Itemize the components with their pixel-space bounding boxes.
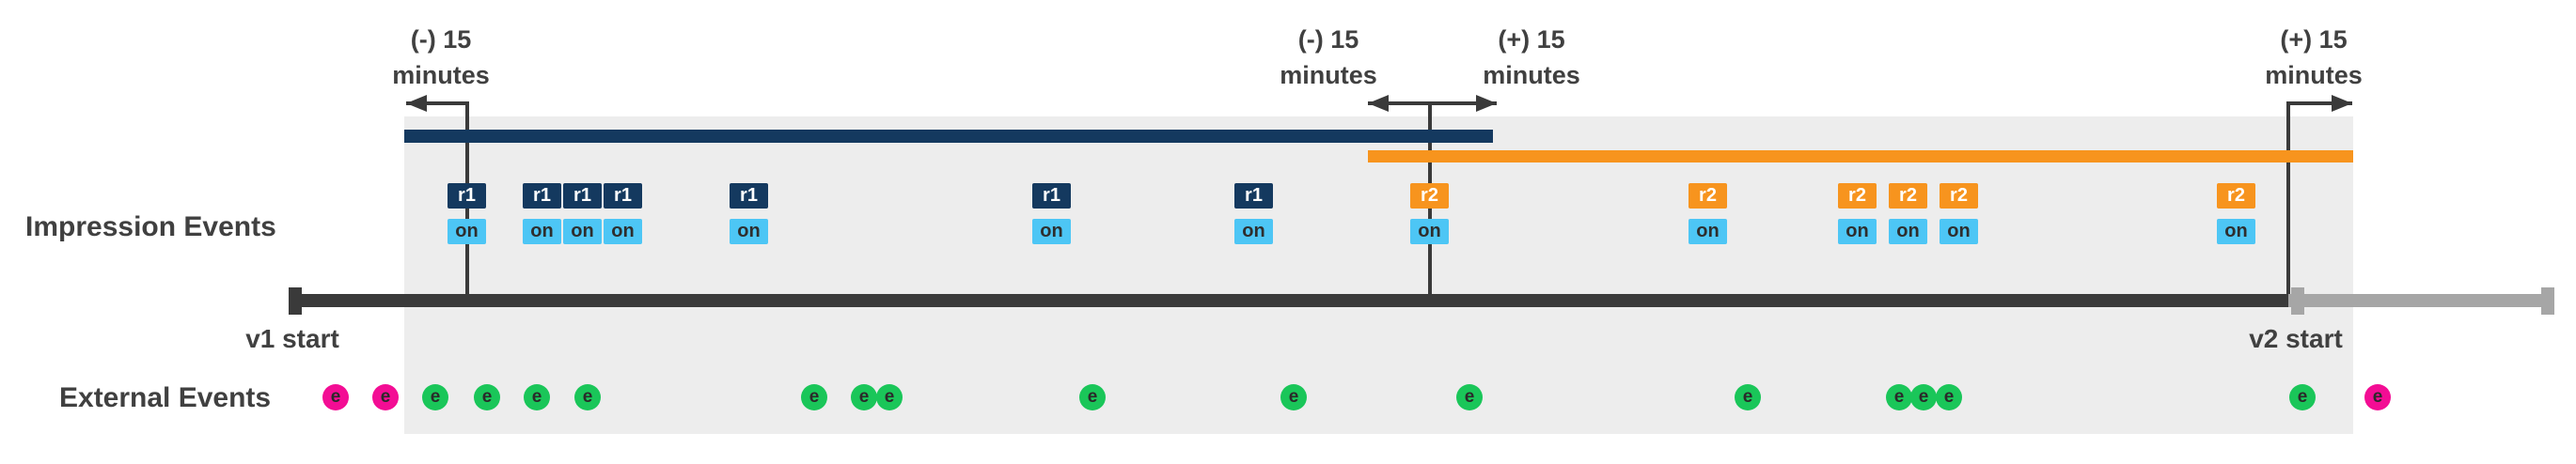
annotation-line-2: minutes [2265, 61, 2363, 89]
external-event-dot-green: e [524, 384, 550, 410]
annotation-line-2: minutes [1280, 61, 1377, 89]
external-event-dot-green: e [1886, 384, 1912, 410]
arrowhead-right-icon [2332, 95, 2352, 112]
external-event-dot-green: e [801, 384, 827, 410]
analysis-window-panel [404, 116, 2353, 434]
state-badge-on: on [1889, 219, 1927, 244]
offset-annotation-4: (+) 15 minutes [2265, 22, 2363, 93]
r1-window-bar [404, 130, 1493, 143]
variant-badge-r2: r2 [1889, 183, 1927, 209]
arrowhead-left-icon [1368, 95, 1389, 112]
timeline-cap-1 [289, 287, 302, 315]
r2-window-bar [1368, 150, 2353, 162]
variant-badge-r1: r1 [563, 183, 602, 209]
external-event-dot-magenta: e [372, 384, 399, 410]
offset-arrow-line-3 [2286, 101, 2352, 105]
arrowhead-right-icon [1476, 95, 1497, 112]
offset-arrow-line-1 [406, 101, 469, 105]
external-event-dot-green: e [1910, 384, 1937, 410]
external-event-dot-green: e [474, 384, 500, 410]
arrowhead-left-icon [406, 95, 427, 112]
external-event-dot-green: e [1456, 384, 1483, 410]
variant-badge-r1: r1 [1032, 183, 1071, 209]
external-event-dot-green: e [574, 384, 601, 410]
timeline-bar-gray [2288, 294, 2554, 307]
state-badge-on: on [523, 219, 561, 244]
guide-line-3 [2286, 103, 2290, 296]
variant-badge-r2: r2 [2217, 183, 2255, 209]
variant-badge-r2: r2 [1689, 183, 1727, 209]
annotation-line-1: (-) 15 [410, 25, 472, 54]
timeline-cap-3 [2541, 287, 2554, 315]
state-badge-on: on [1410, 219, 1449, 244]
state-badge-on: on [448, 219, 486, 244]
annotation-line-1: (+) 15 [1498, 25, 1565, 54]
state-badge-on: on [2217, 219, 2255, 244]
timeline-cap-2 [2291, 287, 2304, 315]
offset-annotation-1: (-) 15 minutes [392, 22, 490, 93]
offset-annotation-2: (-) 15 minutes [1280, 22, 1377, 93]
external-event-dot-green: e [851, 384, 877, 410]
annotation-line-2: minutes [392, 61, 490, 89]
external-event-dot-green: e [1280, 384, 1307, 410]
external-event-dot-magenta: e [322, 384, 349, 410]
offset-annotation-3: (+) 15 minutes [1483, 22, 1580, 93]
variant-badge-r1: r1 [523, 183, 561, 209]
state-badge-on: on [730, 219, 768, 244]
impression-events-label: Impression Events [25, 211, 276, 242]
variant-badge-r2: r2 [1940, 183, 1978, 209]
external-events-label: External Events [59, 382, 272, 413]
state-badge-on: on [1234, 219, 1273, 244]
external-event-dot-green: e [876, 384, 903, 410]
state-badge-on: on [1940, 219, 1978, 244]
external-event-dot-magenta: e [2364, 384, 2391, 410]
variant-badge-r1: r1 [448, 183, 486, 209]
v2-start-label: v2 start [2249, 324, 2343, 353]
external-event-dot-green: e [1735, 384, 1761, 410]
external-event-dot-green: e [1079, 384, 1106, 410]
external-event-dot-green: e [2289, 384, 2316, 410]
variant-badge-r2: r2 [1410, 183, 1449, 209]
timeline-bar-dark [289, 294, 2288, 307]
annotation-line-1: (-) 15 [1297, 25, 1359, 54]
variant-badge-r1: r1 [1234, 183, 1273, 209]
offset-arrow-line-2 [1368, 101, 1497, 105]
external-event-dot-green: e [1936, 384, 1962, 410]
state-badge-on: on [1689, 219, 1727, 244]
state-badge-on: on [563, 219, 602, 244]
v1-start-label: v1 start [245, 324, 339, 353]
annotation-line-2: minutes [1483, 61, 1580, 89]
external-event-dot-green: e [422, 384, 448, 410]
state-badge-on: on [604, 219, 642, 244]
annotation-line-1: (+) 15 [2280, 25, 2348, 54]
state-badge-on: on [1838, 219, 1877, 244]
variant-badge-r2: r2 [1838, 183, 1877, 209]
variant-badge-r1: r1 [730, 183, 768, 209]
state-badge-on: on [1032, 219, 1071, 244]
variant-badge-r1: r1 [604, 183, 642, 209]
